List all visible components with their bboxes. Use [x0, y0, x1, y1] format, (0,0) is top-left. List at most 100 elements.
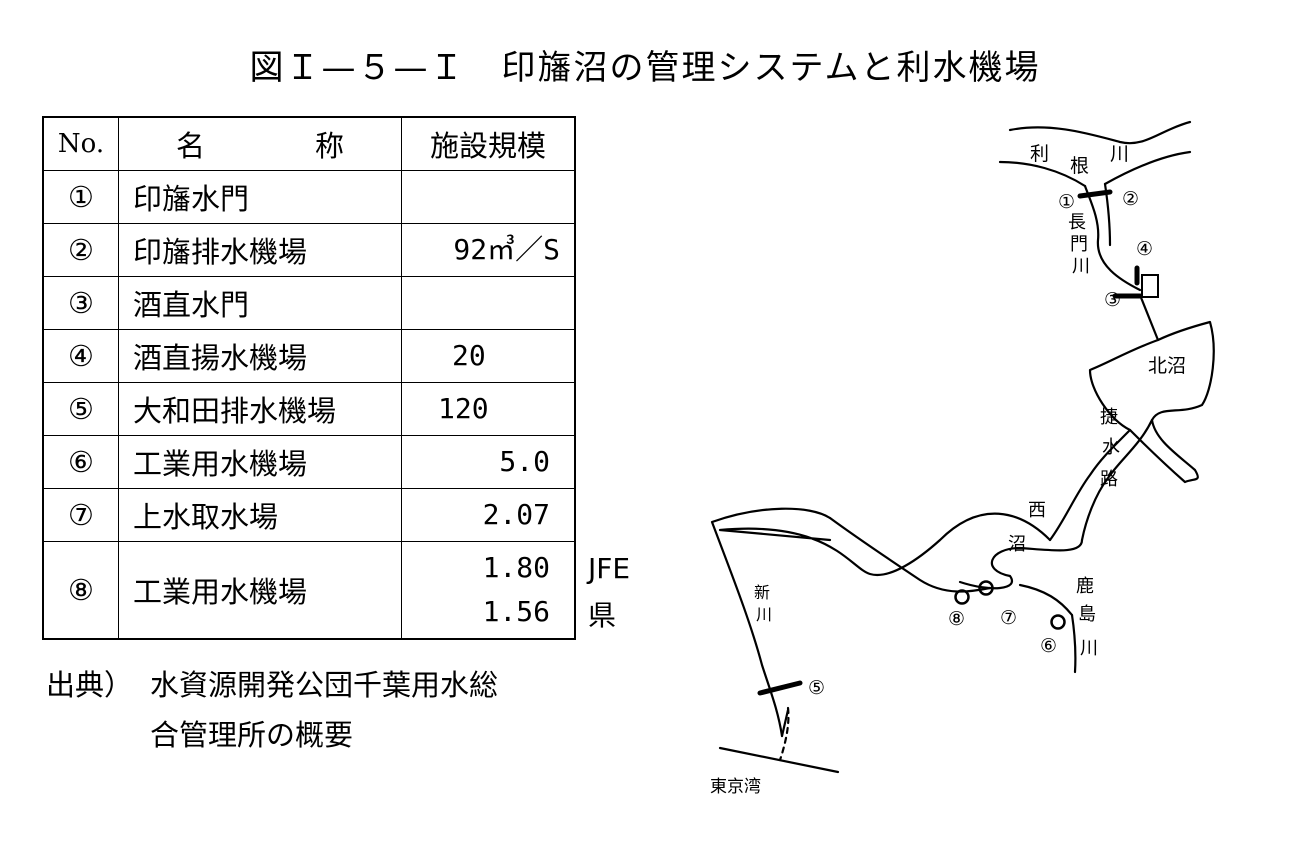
table-row: ⑦ 上水取水場 2.07: [42, 488, 576, 542]
source-label: 出典）: [46, 668, 134, 702]
nishinuma-outline: [718, 512, 1052, 577]
label-kashima-2: 島: [1078, 604, 1096, 625]
row-scale-value-2: 1.56: [482, 595, 550, 628]
note-jfe: JFE: [588, 552, 631, 585]
label-kashima-1: 鹿: [1076, 576, 1094, 597]
label-shosui-1: 捷: [1100, 407, 1118, 428]
label-nishi-2: 沼: [1008, 534, 1026, 555]
kashima-river-bank-2: [1070, 613, 1077, 674]
marker-4: ④: [1136, 238, 1153, 260]
intake-6: [1050, 614, 1066, 630]
table-row: ⑤ 大和田排水機場 120: [42, 382, 576, 436]
shosui-channel-bank-2: [1080, 418, 1154, 542]
row-name: 酒直水門: [118, 276, 402, 330]
row-scale-value: 5.0: [499, 445, 550, 478]
label-nagato-1: 長: [1068, 212, 1086, 233]
kitanuma-outline: [1088, 320, 1215, 484]
table-row: ⑥ 工業用水機場 5.0: [42, 435, 576, 489]
row-scale: 5.0: [401, 435, 576, 489]
tokyo-bay-shoreline: [718, 746, 840, 774]
note-ken: 県: [588, 599, 617, 632]
table-row: ⑧ 工業用水機場 1.80 1.56: [42, 541, 576, 640]
row-name: 大和田排水機場: [118, 382, 402, 436]
row-scale: 2.07: [401, 488, 576, 542]
nishinuma-south-shore: [828, 516, 992, 593]
row-name: 工業用水機場: [118, 435, 402, 489]
kashima-river-bank-1: [1018, 583, 1074, 617]
row-scale: 20: [401, 329, 576, 383]
source-note: 出典） 水資源開発公団千葉用水総 合管理所の概要: [46, 660, 498, 760]
pump-station-4: [1141, 274, 1159, 298]
row-no: ②: [42, 223, 119, 277]
table-row: ③ 酒直水門: [42, 276, 576, 330]
nishinuma-inner-bank: [958, 538, 1084, 590]
row-scale-value: 92㎥／S: [453, 233, 560, 266]
row-name: 上水取水場: [118, 488, 402, 542]
label-nagato-2: 門: [1070, 234, 1088, 255]
row-name: 印旛水門: [118, 170, 402, 224]
row-scale-value: 2.07: [482, 498, 550, 531]
nagato-river-left-bank: [1083, 184, 1142, 292]
row-scale: 1.80 1.56: [401, 541, 576, 640]
marker-5: ⑤: [808, 677, 825, 699]
tone-river-upper-bank: [1008, 120, 1192, 145]
row-no: ⑦: [42, 488, 119, 542]
intake-7: [978, 580, 994, 596]
marker-7: ⑦: [1000, 607, 1017, 629]
row-name: 工業用水機場: [118, 541, 402, 640]
row-no: ⑥: [42, 435, 119, 489]
shinkawa-dashed: [778, 706, 790, 762]
row-scale-value: 120: [438, 392, 489, 425]
table-row: ② 印旛排水機場 92㎥／S: [42, 223, 576, 277]
header-scale: 施設規模: [401, 116, 576, 171]
nagato-river-right-bank: [1103, 182, 1112, 247]
row-scale-value: 20: [452, 339, 486, 372]
label-shosui-3: 路: [1100, 469, 1118, 490]
marker-1: ①: [1058, 191, 1075, 213]
inba-numa-map: 利 根 川 長 門 川 北沼 捷 水 路 西 沼 鹿 島 川 新 川 東京湾 ①…: [710, 120, 1215, 797]
marker-8: ⑧: [948, 608, 965, 630]
table-row: ④ 酒直揚水機場 20: [42, 329, 576, 383]
label-kashima-3: 川: [1080, 638, 1098, 659]
row-scale-value: 1.80: [482, 551, 550, 584]
row-name: 印旛排水機場: [118, 223, 402, 277]
intake-8: [954, 589, 970, 605]
marker-3: ③: [1104, 289, 1121, 311]
shosui-channel-bank-1: [1048, 428, 1132, 542]
label-shin-1: 新: [754, 583, 770, 602]
gate-5: [757, 680, 803, 696]
label-shosui-2: 水: [1102, 437, 1120, 458]
label-tokyo-bay: 東京湾: [710, 777, 761, 797]
table-row: ① 印旛水門: [42, 170, 576, 224]
row-no: ⑤: [42, 382, 119, 436]
header-name: 名称: [118, 116, 402, 171]
label-shin-2: 川: [756, 605, 772, 624]
label-tone-3: 川: [1110, 143, 1129, 165]
marker-2: ②: [1122, 188, 1139, 210]
channel-to-kitanuma: [1138, 293, 1160, 342]
facility-table: No. 名称 施設規模 ① 印旛水門 ② 印旛排水機場 92㎥／S ③ 酒直水門…: [42, 116, 576, 640]
source-line-2: 合管理所の概要: [150, 718, 354, 752]
row-scale: [401, 276, 576, 330]
label-nishi-1: 西: [1028, 500, 1046, 521]
source-line-1: 水資源開発公団千葉用水総: [150, 668, 499, 702]
table-header-row: No. 名称 施設規模: [42, 116, 576, 171]
row-no: ①: [42, 170, 119, 224]
gate-1: [1077, 189, 1113, 199]
label-kitanuma: 北沼: [1148, 355, 1186, 377]
row-no: ⑧: [42, 541, 119, 640]
row-scale: 120: [401, 382, 576, 436]
row-name: 酒直揚水機場: [118, 329, 402, 383]
row-scale: 92㎥／S: [401, 223, 576, 277]
tone-river-lower-bank-right: [1103, 150, 1192, 186]
shinkawa-lower: [780, 708, 790, 738]
figure-title: 図Ｉ—５—Ｉ 印旛沼の管理システムと利水機場: [249, 48, 1041, 88]
header-no: No.: [42, 116, 119, 171]
label-nagato-3: 川: [1072, 256, 1090, 277]
label-tone-1: 利: [1030, 143, 1049, 165]
label-tone-2: 根: [1070, 155, 1089, 177]
marker-6: ⑥: [1040, 635, 1057, 657]
row-no: ③: [42, 276, 119, 330]
row-scale: [401, 170, 576, 224]
row-no: ④: [42, 329, 119, 383]
